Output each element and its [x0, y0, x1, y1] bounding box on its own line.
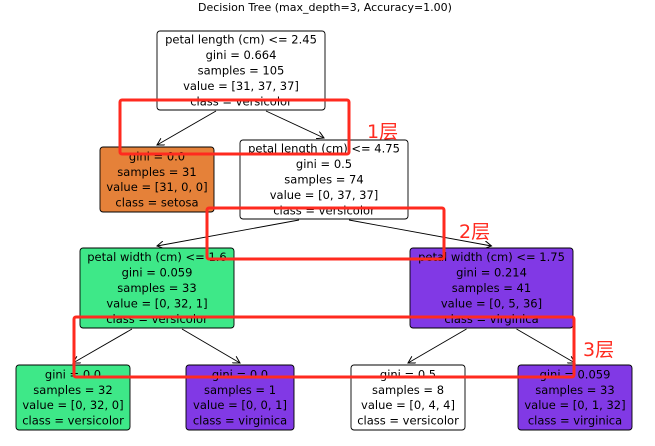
node-text-line: value = [31, 0, 0] — [106, 180, 207, 194]
node-text-line: samples = 33 — [117, 281, 196, 295]
layer-highlight-box — [72, 315, 576, 379]
node-text-line: gini = 0.0 — [129, 149, 185, 163]
node-text-line: samples = 8 — [372, 383, 444, 397]
layer-label: 1层 — [367, 121, 398, 143]
node-box — [350, 364, 466, 431]
node-text-line: value = [31, 37, 37] — [183, 79, 299, 93]
edge-n2-n4 — [348, 219, 492, 246]
node-text-line: value = [0, 32, 1] — [106, 296, 207, 310]
node-text-line: samples = 31 — [117, 165, 196, 179]
annotation-layer: 1层 2层 3层 — [72, 98, 614, 379]
node-text-line: class = versicolor — [22, 414, 124, 428]
node-text-line: gini = 0.664 — [206, 48, 277, 62]
node-text-line: class = virginica — [528, 414, 622, 428]
node-text-line: class = virginica — [193, 414, 287, 428]
node-box — [156, 30, 326, 111]
node-text-line: samples = 1 — [204, 383, 276, 397]
node-box — [185, 364, 295, 431]
edge-n4-n8 — [516, 328, 576, 363]
node-text-line: class = versicolor — [106, 312, 208, 326]
layer-label: 2层 — [459, 221, 490, 243]
node-text-line: petal length (cm) <= 4.75 — [248, 142, 400, 156]
node-text-line: value = [0, 4, 4] — [361, 398, 455, 412]
node-text-line: value = [0, 1, 32] — [524, 398, 625, 412]
node-text-line: class = versicolor — [273, 203, 375, 217]
node-box — [79, 247, 235, 329]
node-text-line: class = virginica — [444, 312, 538, 326]
edge-n0-n2 — [265, 110, 324, 138]
node-text-line: value = [0, 5, 36] — [441, 296, 542, 310]
node-text-line: gini = 0.214 — [456, 266, 527, 280]
edge-n3-n6 — [181, 328, 240, 363]
node-text-line: gini = 0.0 — [212, 367, 268, 381]
node-text-line: samples = 74 — [284, 173, 363, 187]
node-text-line: petal length (cm) <= 2.45 — [165, 33, 317, 47]
node-text-line: samples = 33 — [535, 383, 614, 397]
layer-highlight-box — [205, 206, 446, 261]
node-text-line: value = [0, 32, 0] — [22, 398, 123, 412]
node-box — [409, 247, 574, 329]
tree-node: petal width (cm) <= 1.6 gini = 0.059sampl… — [79, 247, 235, 329]
node-text-line: class = setosa — [115, 196, 198, 210]
layer-highlight-box — [118, 98, 351, 156]
node-text-line: value = [0, 0, 1] — [193, 398, 287, 412]
edge-n2-n3 — [157, 219, 300, 246]
node-text-line: samples = 32 — [33, 383, 112, 397]
layer-label: 3层 — [583, 339, 614, 361]
diagram-title: Decision Tree (max_depth=3, Accuracy=1.0… — [198, 1, 452, 14]
node-box — [99, 146, 215, 213]
node-box — [239, 139, 409, 220]
node-text-line: petal width (cm) <= 1.6 — [87, 250, 227, 264]
node-text-line: petal width (cm) <= 1.75 — [418, 250, 565, 264]
node-text-line: gini = 0.059 — [122, 266, 193, 280]
node-text-line: gini = 0.5 — [380, 367, 436, 381]
node-text-line: value = [0, 37, 37] — [270, 188, 379, 202]
edge-n3-n5 — [73, 328, 133, 363]
node-text-line: class = versicolor — [357, 414, 459, 428]
node-text-line: samples = 41 — [452, 281, 531, 295]
edge-n4-n7 — [408, 328, 467, 363]
edges-layer — [73, 110, 576, 363]
node-text-line: samples = 105 — [198, 64, 285, 78]
tree-node: petal width (cm) <= 1.75 gini = 0.214samp… — [409, 247, 574, 329]
edge-n0-n1 — [157, 110, 217, 145]
node-text-line: gini = 0.5 — [296, 157, 352, 171]
